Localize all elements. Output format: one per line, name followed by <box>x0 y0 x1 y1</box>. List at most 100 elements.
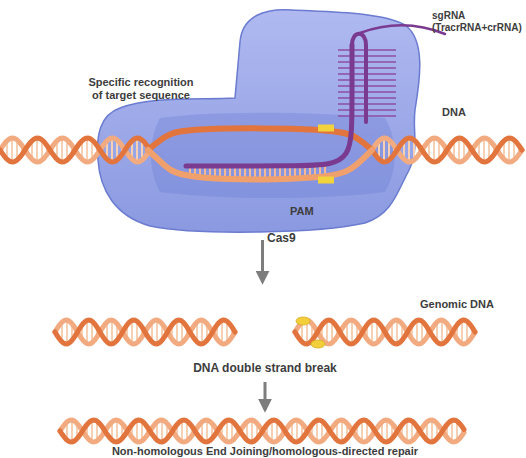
base-pair <box>131 320 133 343</box>
guide-rna <box>186 45 352 166</box>
dna-strand <box>295 320 475 344</box>
base-pair <box>51 147 53 153</box>
base-pair <box>483 138 485 162</box>
base-pair <box>401 425 403 438</box>
base-pair <box>176 425 178 438</box>
base-pair <box>443 146 445 155</box>
rna-dna-pair <box>219 166 221 178</box>
pam-label: PAM <box>290 205 340 218</box>
repaired-dna <box>60 420 464 442</box>
rna-dna-pair <box>319 166 321 178</box>
base-pair <box>86 320 88 343</box>
base-pair <box>376 428 378 434</box>
base-pair <box>146 146 148 155</box>
base-pair <box>493 146 495 155</box>
base-pair <box>196 428 198 434</box>
dna-label: DNA <box>442 106 492 119</box>
base-pair <box>498 147 500 153</box>
base-pair <box>71 420 73 442</box>
base-pair <box>256 423 258 438</box>
base-pair <box>126 325 128 339</box>
base-pair <box>241 428 243 434</box>
base-pair <box>391 322 393 342</box>
dna-helix <box>0 138 150 162</box>
rna-dna-pair <box>244 166 246 178</box>
rna-dna-pair <box>289 166 291 178</box>
base-pair <box>396 320 398 344</box>
rna-rung <box>338 97 396 99</box>
broken-dna-stage: Genomic DNADNA double strand break <box>50 282 480 382</box>
base-pair <box>466 321 468 343</box>
base-pair <box>136 420 138 441</box>
base-pair <box>231 327 233 337</box>
base-pair <box>91 420 93 441</box>
base-pair <box>271 420 273 441</box>
base-pair <box>423 147 425 153</box>
base-pair <box>61 428 63 434</box>
non-target-strand <box>148 128 372 150</box>
rna-dna-pair <box>314 166 316 178</box>
rna-dna-pair <box>269 166 271 178</box>
base-pair <box>463 140 465 160</box>
base-pair <box>246 422 248 440</box>
base-pair <box>131 425 133 438</box>
base-pair <box>226 420 228 441</box>
rna-dna-pair <box>254 166 256 178</box>
base-pair <box>356 324 358 341</box>
base-pair <box>351 320 353 344</box>
base-pair <box>221 320 223 343</box>
base-pair <box>456 421 458 441</box>
base-pair <box>281 427 283 436</box>
base-pair <box>116 420 118 442</box>
rna-dna-pair <box>224 166 226 178</box>
base-pair <box>91 140 93 160</box>
base-pair <box>101 147 103 153</box>
base-pair <box>446 324 448 341</box>
dna-strand <box>372 138 522 162</box>
base-pair <box>136 138 138 162</box>
base-pair <box>151 428 153 434</box>
base-pair <box>116 140 118 160</box>
base-pair <box>236 427 238 436</box>
base-pair <box>201 422 203 440</box>
rna-dna-pair <box>279 166 281 178</box>
base-pair <box>196 322 198 342</box>
rna-rung <box>338 73 396 75</box>
base-pair <box>76 423 78 438</box>
base-pair <box>186 421 188 441</box>
base-pair <box>301 423 303 438</box>
base-pair <box>311 324 313 341</box>
base-pair <box>381 327 383 337</box>
base-pair <box>221 425 223 438</box>
rna-rung <box>338 67 396 69</box>
base-pair <box>311 425 313 438</box>
base-pair <box>106 322 108 342</box>
base-pair <box>81 325 83 339</box>
node-heading: Genomic DNA <box>420 298 510 311</box>
node-heading: Non-homologous End Joining/homologous-di… <box>50 445 480 458</box>
base-pair <box>306 320 308 344</box>
base-pair <box>398 147 400 153</box>
rna-label: sgRNA (TracrRNA+crRNA) <box>432 10 526 33</box>
base-pair <box>341 329 343 336</box>
base-pair <box>141 327 143 337</box>
base-pair <box>116 324 118 341</box>
base-pair <box>388 140 390 160</box>
base-pair <box>331 321 333 343</box>
base-pair <box>421 428 423 434</box>
base-pair <box>251 420 253 442</box>
base-pair <box>336 422 338 440</box>
rna-rung <box>338 49 396 51</box>
base-pair <box>191 329 193 336</box>
base-pair <box>111 138 113 162</box>
base-pair <box>376 321 378 343</box>
rna-dna-pair <box>214 166 216 178</box>
base-pair <box>186 327 188 337</box>
rna-rung <box>338 61 396 63</box>
dna-strand <box>295 320 475 344</box>
base-pair <box>453 141 455 159</box>
base-pair <box>468 146 470 155</box>
base-pair <box>96 327 98 337</box>
rna-dna-pair <box>229 166 231 178</box>
rna-dna-pair <box>189 166 191 178</box>
